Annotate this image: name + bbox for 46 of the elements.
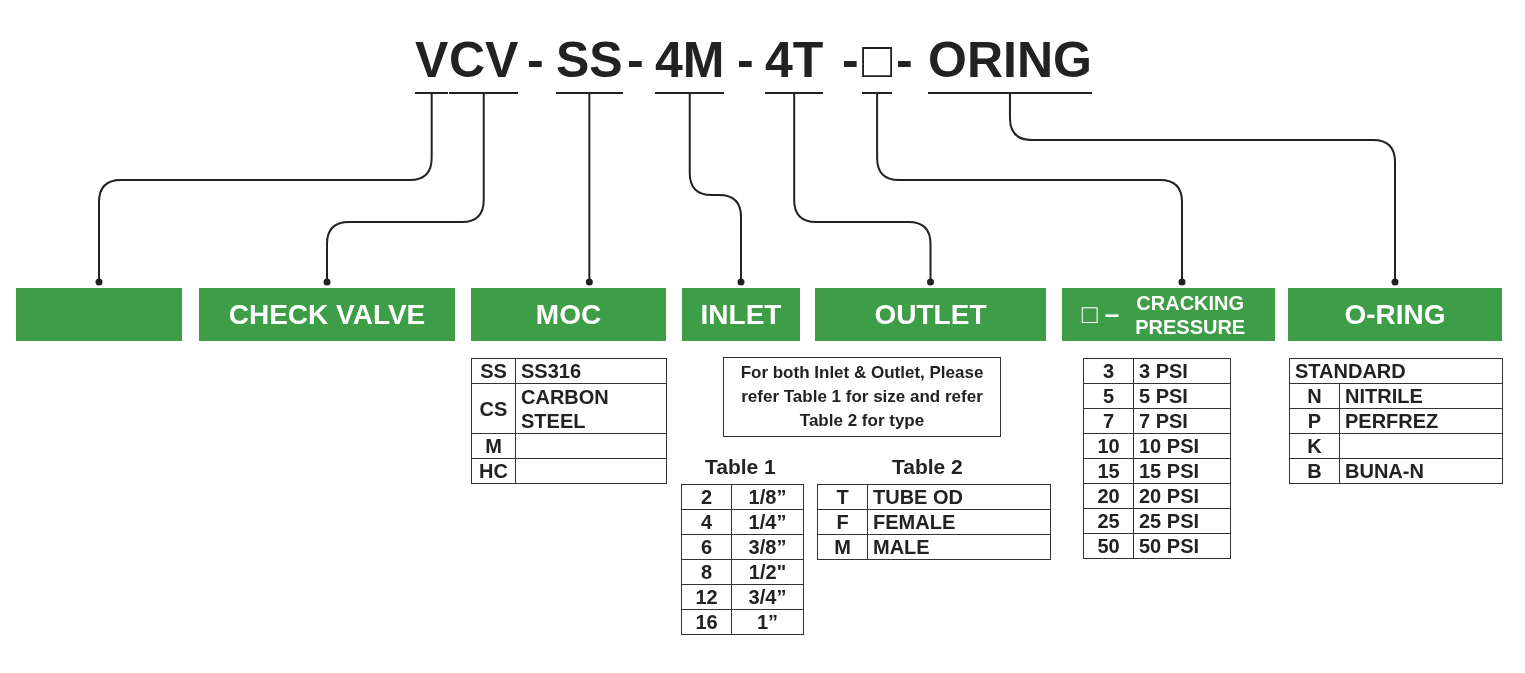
leader-line <box>585 93 593 286</box>
table-cell: MALE <box>867 534 1051 560</box>
table-title: Table 1 <box>705 455 776 479</box>
category-box: O-RING <box>1288 288 1502 341</box>
table-cell: STANDARD <box>1289 358 1503 384</box>
table-cell: B <box>1289 458 1340 484</box>
leader-line <box>688 93 745 286</box>
code-separator: - <box>896 32 913 88</box>
category-box: CHECK VALVE <box>199 288 455 341</box>
table-cell: 2 <box>681 484 732 510</box>
code-segment: V <box>415 32 449 94</box>
leader-line <box>876 93 1186 286</box>
leader-line <box>323 93 485 286</box>
table-cell: 50 <box>1083 533 1134 559</box>
table-cell: SS <box>471 358 516 384</box>
leader-line <box>1008 93 1399 286</box>
table-cell: HC <box>471 458 516 484</box>
table-cell: BUNA-N <box>1339 458 1503 484</box>
code-segment: ORING <box>928 32 1092 94</box>
code-segment: 4T <box>765 32 824 94</box>
note-box: For both Inlet & Outlet, Please refer Table 1 for size and refer Table 2 for type <box>723 357 1001 437</box>
table-cell: SS316 <box>515 358 667 384</box>
table-title: Table 2 <box>892 455 963 479</box>
category-box <box>16 288 182 341</box>
leader-line <box>95 93 433 286</box>
category-box: MOC <box>471 288 666 341</box>
table-cell: 1/8” <box>731 484 804 510</box>
table-cell: 1” <box>731 609 804 635</box>
code-segment: CV <box>449 32 519 94</box>
category-box: INLET <box>682 288 800 341</box>
code-separator: - <box>842 32 859 88</box>
table-cell: TUBE OD <box>867 484 1051 510</box>
leader-line <box>793 93 934 286</box>
table-cell: 50 PSI <box>1133 533 1231 559</box>
code-segment: 4M <box>655 32 725 94</box>
category-box: OUTLET <box>815 288 1046 341</box>
code-segment: □ <box>862 32 893 94</box>
table-cell: 16 <box>681 609 732 635</box>
table-cell: 3 PSI <box>1133 358 1231 384</box>
code-separator: - <box>627 32 644 88</box>
table-cell: T <box>817 484 868 510</box>
code-segment: SS <box>556 32 623 94</box>
code-separator: - <box>527 32 544 88</box>
table-cell: 3 <box>1083 358 1134 384</box>
table-cell: M <box>817 534 868 560</box>
code-separator: - <box>737 32 754 88</box>
